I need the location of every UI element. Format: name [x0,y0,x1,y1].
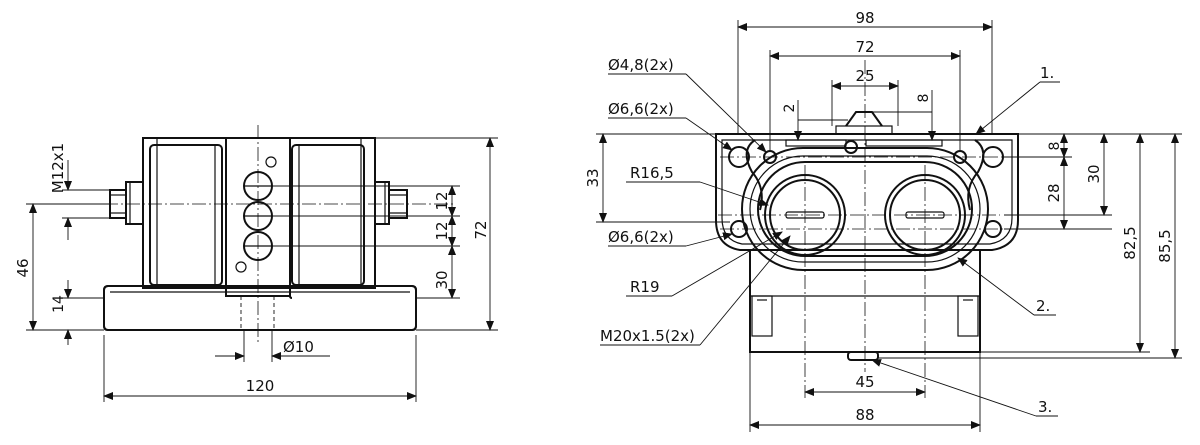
front-callout-thread-m20: M20x1.5(2x) [600,327,695,345]
front-dim-98: 98 [855,9,874,27]
side-left-stud [109,181,144,225]
side-dim-72: 72 [472,220,490,239]
front-dim-28: 28 [1045,183,1063,202]
side-dim-12-upper: 12 [433,191,451,210]
front-callout-diameter-6-6-top: Ø6,6(2x) [608,100,674,118]
front-flange-plate [715,133,1019,251]
side-dim-30: 30 [433,270,451,289]
side-dim-120: 120 [246,377,275,395]
front-callout-radius-16-5: R16,5 [630,164,674,182]
front-dim-72: 72 [855,38,874,56]
side-dim-46: 46 [14,258,32,277]
front-flange-inner [721,139,1013,245]
front-top-nub [845,111,883,127]
front-callout-diameter-6-6-bottom: Ø6,6(2x) [608,228,674,246]
side-dim-12-lower: 12 [433,221,451,240]
side-thread-callout: M12x1 [49,143,67,193]
side-dim-diameter-10: Ø10 [283,338,314,356]
side-housing-right-panel [291,144,365,286]
front-top-strip-right [865,139,943,147]
front-dim-88: 88 [855,406,874,424]
side-dim-14: 14 [51,295,67,313]
front-dim-33: 33 [584,168,602,187]
front-view: 98 72 25 2 8 33 8 28 30 82,5 [584,9,1182,432]
side-housing-left-panel [149,144,223,286]
front-lower-slot-left [751,295,773,337]
front-dim-82-5: 82,5 [1121,226,1139,259]
front-dim-2: 2 [782,104,798,113]
front-callout-radius-19: R19 [630,278,660,296]
front-dim-30: 30 [1085,164,1103,183]
front-item-1: 1. [1040,64,1054,82]
side-holes [235,156,277,273]
front-clamp-left [745,139,763,211]
side-housing [142,137,376,289]
front-item-2: 2. [1036,297,1050,315]
front-callout-diameter-4-8: Ø4,8(2x) [608,56,674,74]
front-dim-8-right: 8 [1047,142,1063,151]
front-top-cap [835,125,893,135]
side-right-stud [374,181,408,225]
front-small-hole-center [844,140,858,154]
front-clamp-right [967,139,985,211]
front-dim-8-top: 8 [916,94,932,103]
side-view: 12 12 30 72 M12x1 46 14 Ø10 120 [14,125,498,402]
front-top-strip-left [785,139,847,147]
front-lower-slot-right [957,295,979,337]
front-dim-85-5: 85,5 [1156,229,1174,262]
front-dim-45: 45 [855,373,874,391]
front-bottom-plug [847,351,879,361]
front-dim-25: 25 [855,67,874,85]
front-item-3: 3. [1038,398,1052,416]
